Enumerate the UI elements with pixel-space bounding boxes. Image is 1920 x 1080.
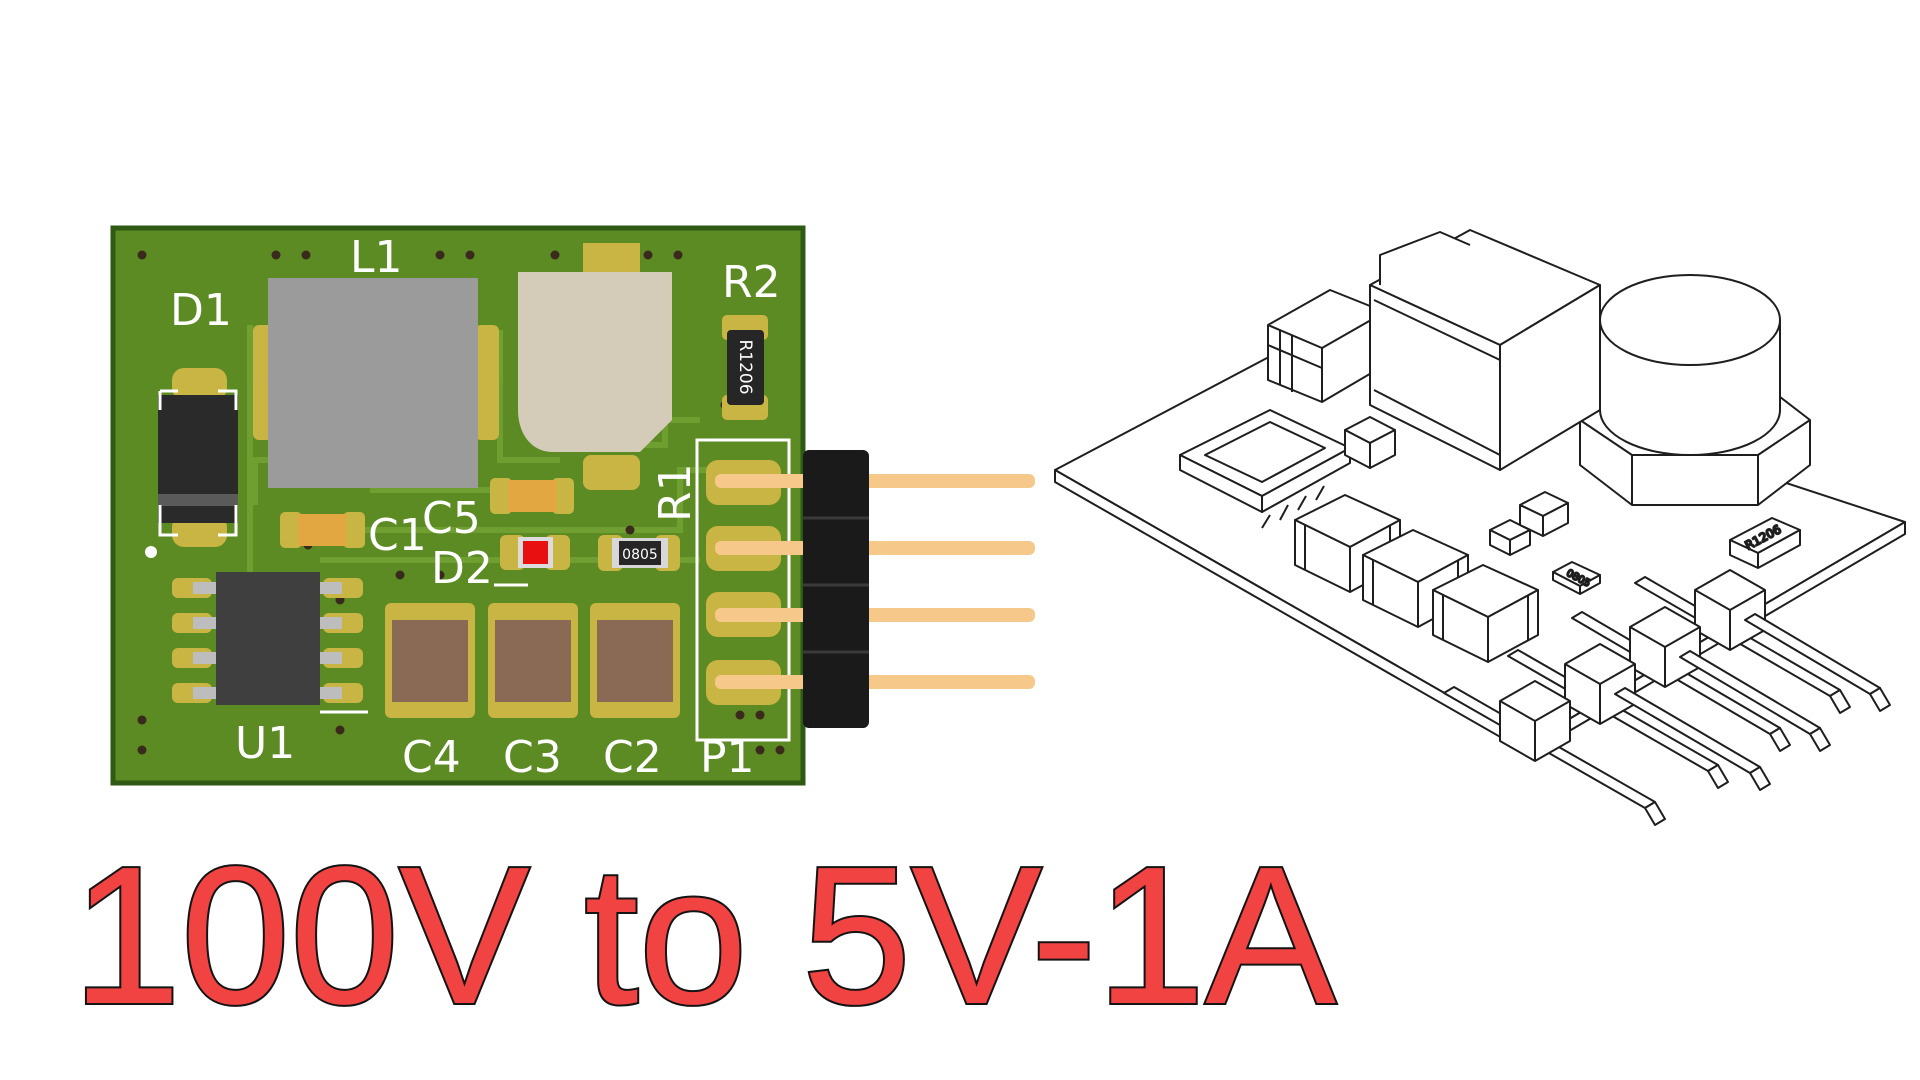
p1-silk-outline bbox=[695, 438, 791, 742]
label-r1: R1 bbox=[650, 463, 701, 522]
capacitor-c3 bbox=[488, 603, 578, 718]
elcap-pad-bottom bbox=[583, 455, 640, 490]
ic-u1 bbox=[172, 572, 368, 714]
capacitor-c2 bbox=[590, 603, 680, 718]
c2-body bbox=[597, 620, 673, 702]
label-u1: U1 bbox=[235, 718, 295, 769]
r1-resistive-layer bbox=[619, 541, 661, 565]
d1-polarity-dot bbox=[145, 546, 157, 558]
label-c5: C5 bbox=[422, 493, 481, 544]
pcb-vias bbox=[137, 250, 785, 755]
c1-pad-right bbox=[343, 512, 365, 548]
diode-d1 bbox=[145, 368, 238, 558]
capacitor-c1 bbox=[280, 512, 365, 548]
led-d2 bbox=[500, 535, 570, 570]
u1-leads bbox=[193, 582, 342, 699]
iso-electrolytic-cap bbox=[1579, 274, 1811, 506]
c5-body bbox=[508, 480, 556, 512]
c3-body bbox=[495, 620, 571, 702]
iso-header-pins bbox=[1443, 569, 1891, 826]
elcap-pad-top bbox=[583, 243, 640, 273]
resistor-r2: R1206 bbox=[722, 315, 768, 420]
label-c4: C4 bbox=[402, 732, 461, 783]
c1-body bbox=[298, 514, 346, 546]
label-d2: D2 bbox=[431, 543, 493, 594]
d1-cathode-band bbox=[158, 494, 238, 506]
inductor-l1 bbox=[253, 278, 499, 488]
iso-inductor bbox=[1369, 229, 1601, 471]
resistor-r1: 0805 bbox=[598, 535, 680, 571]
pcb-top-view: R1206 0805 bbox=[110, 225, 1035, 786]
capacitor-c4 bbox=[385, 603, 475, 718]
iso-led-and-small-parts: 0805 bbox=[1489, 491, 1601, 595]
elcap-body bbox=[518, 272, 672, 452]
c5-pad-left bbox=[490, 478, 512, 514]
c4-body bbox=[392, 620, 468, 702]
label-r2: R2 bbox=[722, 257, 781, 308]
label-c3: C3 bbox=[503, 732, 562, 783]
r2-body bbox=[727, 330, 764, 405]
header-p1-body bbox=[803, 450, 869, 728]
r2-package-marking: R1206 bbox=[735, 339, 755, 394]
electrolytic-capacitor bbox=[518, 243, 672, 490]
l1-body bbox=[268, 278, 478, 488]
capacitor-c5 bbox=[490, 478, 574, 514]
l1-pad-right bbox=[475, 325, 499, 440]
c1-pad-left bbox=[280, 512, 302, 548]
headline: 100V to 5V-1A bbox=[72, 826, 1336, 1045]
u1-body bbox=[216, 572, 320, 705]
iso-ic bbox=[1179, 409, 1351, 529]
iso-cap-c2 bbox=[1432, 564, 1539, 663]
label-l1: L1 bbox=[350, 232, 403, 283]
pcb-isometric-view: 0805 R1206 bbox=[1054, 229, 1906, 826]
label-c2: C2 bbox=[603, 732, 662, 783]
c5-pad-right bbox=[552, 478, 574, 514]
d1-pad-top bbox=[172, 368, 227, 400]
r1-package-marking: 0805 bbox=[622, 547, 658, 563]
label-p1: P1 bbox=[700, 732, 755, 783]
d1-silk-outline bbox=[158, 389, 238, 537]
iso-cap-c5 bbox=[1344, 416, 1396, 469]
label-d1: D1 bbox=[170, 285, 232, 336]
label-c1: C1 bbox=[368, 510, 427, 561]
d2-emitter bbox=[523, 541, 548, 564]
header-p1-pins bbox=[715, 474, 1035, 689]
